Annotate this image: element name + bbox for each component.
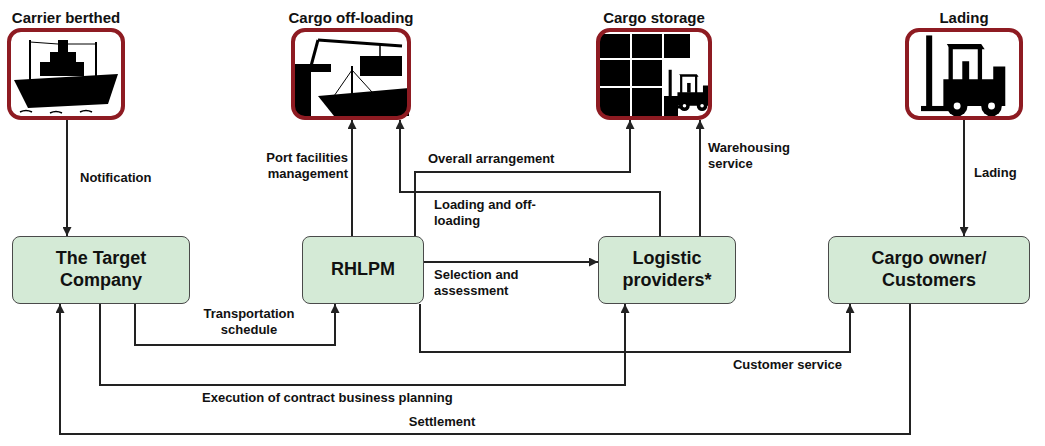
box-label: The Target Company	[26, 248, 176, 291]
flow-connector	[100, 304, 625, 385]
box-label: RHLPM	[331, 259, 395, 281]
heading-slot: Cargo storage	[560, 9, 748, 27]
flow-connector	[60, 304, 910, 434]
connector-label: Settlement	[390, 414, 494, 430]
heading-slot: Lading	[869, 9, 1045, 27]
stage-icon-box: Lading	[905, 28, 1023, 120]
process-box: Logistic providers*	[598, 236, 736, 304]
stage-heading: Lading	[939, 9, 988, 26]
stage-heading: Cargo storage	[603, 9, 705, 26]
connector-label: Port facilities management	[222, 150, 350, 181]
flow-connector	[135, 304, 335, 345]
crane-illustration	[295, 40, 409, 116]
stage-icon-box: Carrier berthed	[7, 28, 125, 120]
stage-icon-box: Cargo off-loading	[291, 28, 411, 120]
flow-connector	[351, 120, 353, 236]
flow-connector	[415, 120, 630, 236]
flow-connector	[424, 261, 598, 263]
connector-label: Overall arrangement	[426, 151, 556, 167]
connector-label: Transportation schedule	[192, 306, 306, 337]
connector-label: Execution of contract business planning	[200, 390, 455, 406]
flow-connector	[66, 120, 68, 236]
connector-label: Warehousing service	[706, 140, 810, 171]
stage-heading: Cargo off-loading	[289, 9, 414, 26]
forklift-illustration	[921, 35, 1005, 116]
flow-connector	[963, 120, 965, 236]
connector-label: Customer service	[700, 357, 844, 373]
stage-heading: Carrier berthed	[12, 9, 120, 26]
box-label: Logistic providers*	[612, 248, 722, 291]
connector-label: Loading and off-loading	[432, 197, 560, 228]
ship-illustration	[14, 40, 118, 113]
flow-connector	[420, 304, 850, 352]
process-box: Cargo owner/ Customers	[828, 236, 1030, 304]
process-box: The Target Company	[12, 236, 190, 304]
process-box: RHLPM	[302, 236, 424, 304]
flow-connector	[699, 120, 701, 236]
connector-label: Lading	[972, 165, 1019, 181]
connector-label: Notification	[78, 170, 154, 186]
box-label: Cargo owner/ Customers	[849, 248, 1009, 291]
stage-icon-box: Cargo storage	[596, 28, 712, 120]
storage-illustration	[600, 34, 709, 116]
connector-label: Selection and assessment	[432, 267, 566, 298]
heading-slot: Cargo off-loading	[255, 9, 447, 27]
flow-connector	[400, 120, 660, 236]
heading-slot: Carrier berthed	[0, 9, 161, 27]
